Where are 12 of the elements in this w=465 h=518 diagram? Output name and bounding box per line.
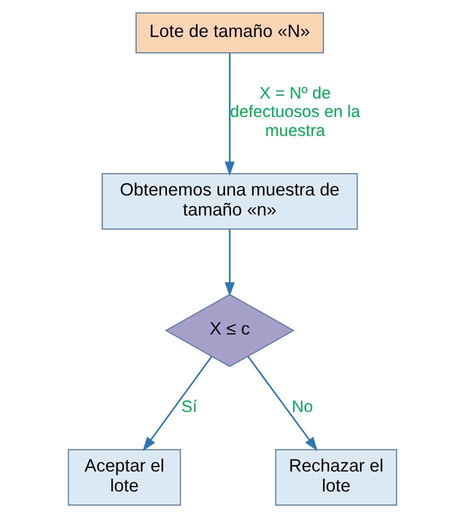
node-box: Aceptar el lote: [68, 449, 181, 506]
node-box: Lote de tamaño «N»: [136, 12, 324, 54]
edge-label: No: [292, 396, 313, 416]
edge-label: Sí: [181, 396, 198, 416]
node-diamond: X ≤ c: [164, 294, 295, 368]
arrow: [247, 356, 318, 452]
arrow: [142, 356, 212, 452]
edge-label: X = Nº de defectuosos en la muestra: [230, 83, 360, 140]
arrow: [224, 229, 235, 296]
node-box: Rechazar el lote: [275, 449, 398, 506]
arrow: [224, 53, 235, 176]
node-box: Obtenemos una muestra de tamaño «n»: [102, 173, 358, 230]
